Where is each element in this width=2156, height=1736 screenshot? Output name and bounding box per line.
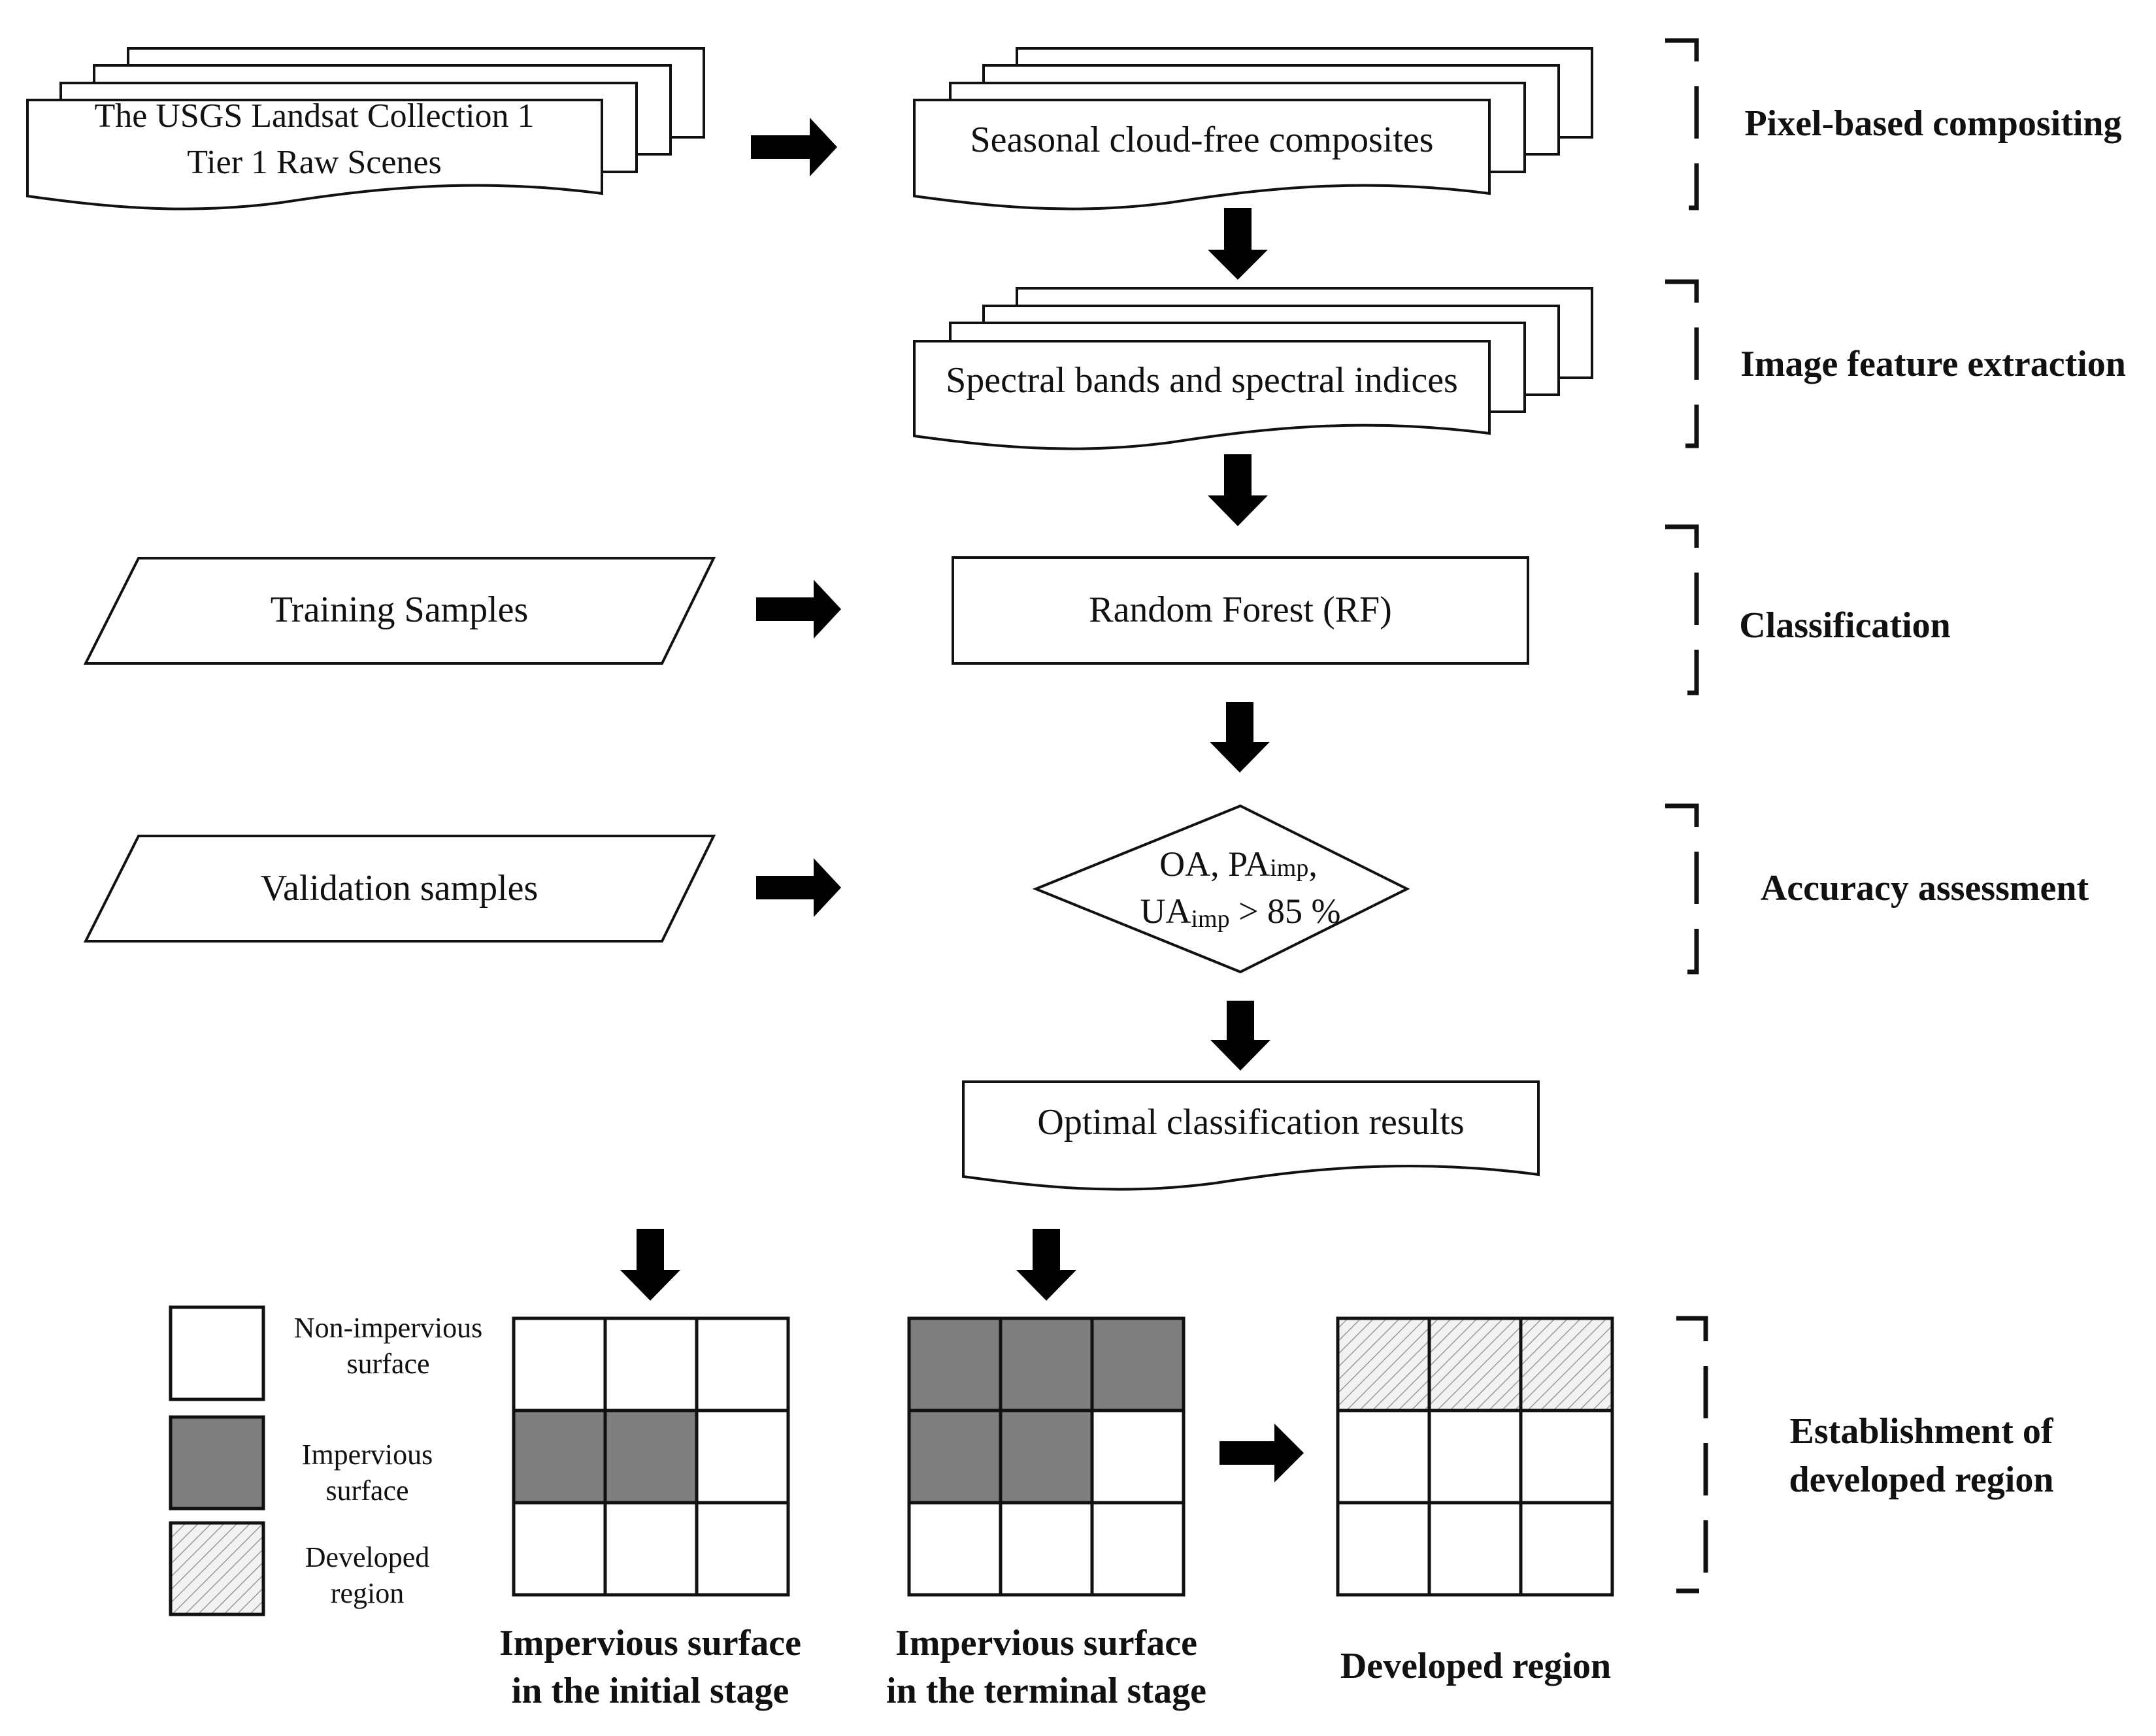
legend-label-developed-line2: region bbox=[331, 1577, 404, 1609]
initial-grid-cell-non-impervious bbox=[695, 1501, 790, 1597]
developed-grid-cell-non-impervious bbox=[1427, 1409, 1523, 1505]
stage-label-feature-extraction: Image feature extraction bbox=[1740, 344, 2126, 384]
flow-arrows bbox=[620, 118, 1304, 1482]
arrow-right-validation-to-accuracy bbox=[756, 858, 841, 917]
legend-label-non-impervious-line1: Non-impervious bbox=[294, 1312, 482, 1344]
composites-label: Seasonal cloud-free composites bbox=[970, 120, 1433, 160]
arrow-down-accuracy-to-results bbox=[1210, 1001, 1270, 1071]
initial-grid-cell-impervious bbox=[603, 1409, 699, 1505]
stage-label-establishment-line2: developed region bbox=[1789, 1460, 2054, 1500]
random-forest-label: Random Forest (RF) bbox=[1089, 590, 1392, 630]
criterion-line2: UAimp > 85 % bbox=[1140, 892, 1340, 933]
legend-swatch-developed bbox=[169, 1521, 265, 1616]
bracket-compositing bbox=[1665, 38, 1699, 210]
initial-grid-cell-non-impervious bbox=[695, 1316, 790, 1412]
spectral-features-document-stack: Spectral bands and spectral indices bbox=[913, 287, 1593, 450]
developed-grid-cell-non-impervious bbox=[1336, 1501, 1431, 1597]
landsat-scenes-label-line2: Tier 1 Raw Scenes bbox=[187, 144, 442, 181]
developed-grid-cell-non-impervious bbox=[1519, 1409, 1614, 1505]
grid-initial-caption-line2: in the initial stage bbox=[512, 1671, 789, 1711]
terminal-grid-cell-impervious bbox=[999, 1316, 1094, 1412]
grid-developed-caption: Developed region bbox=[1340, 1646, 1611, 1686]
terminal-grid-cell-non-impervious bbox=[1090, 1409, 1186, 1505]
spectral-features-label: Spectral bands and spectral indices bbox=[946, 360, 1458, 401]
legend-label-developed-line1: Developed bbox=[305, 1541, 430, 1573]
developed-grid-cell-non-impervious bbox=[1427, 1501, 1523, 1597]
arrow-down-results-to-initial-grid bbox=[620, 1229, 680, 1301]
training-samples-parallelogram: Training Samples bbox=[83, 557, 716, 665]
arrow-down-composites-to-features bbox=[1208, 208, 1268, 280]
grid-terminal-stage bbox=[907, 1316, 1186, 1597]
arrow-down-results-to-terminal-grid bbox=[1016, 1229, 1076, 1301]
arrow-right-terminal-to-developed bbox=[1219, 1424, 1304, 1482]
initial-grid-cell-non-impervious bbox=[695, 1409, 790, 1505]
grid-terminal-caption-line2: in the terminal stage bbox=[886, 1671, 1206, 1711]
legend-label-impervious-line2: surface bbox=[325, 1475, 408, 1507]
legend-label-impervious-line1: Impervious bbox=[302, 1439, 433, 1471]
composites-document-stack: Seasonal cloud-free composites bbox=[913, 47, 1593, 210]
terminal-grid-cell-impervious bbox=[907, 1316, 1003, 1412]
validation-samples-parallelogram: Validation samples bbox=[83, 835, 716, 943]
random-forest-process-box: Random Forest (RF) bbox=[952, 556, 1529, 665]
legend-swatch-non-impervious bbox=[169, 1305, 265, 1401]
developed-grid-cell-non-impervious bbox=[1519, 1501, 1614, 1597]
initial-grid-cell-non-impervious bbox=[603, 1501, 699, 1597]
grid-initial-stage bbox=[512, 1316, 790, 1597]
bracket-accuracy bbox=[1665, 803, 1699, 975]
accuracy-criterion-diamond: OA, PAimp, UAimp > 85 % bbox=[1032, 804, 1410, 974]
stage-label-compositing: Pixel-based compositing bbox=[1744, 103, 2121, 144]
stage-brackets bbox=[1665, 38, 1708, 1594]
grid-terminal-caption-line1: Impervious surface bbox=[895, 1623, 1197, 1663]
legend: Non-impervious surface Impervious surfac… bbox=[169, 1305, 482, 1616]
landsat-scenes-label-line1: The USGS Landsat Collection 1 bbox=[94, 97, 534, 135]
arrow-right-training-to-classifier bbox=[756, 580, 841, 639]
arrow-right-scenes-to-composites bbox=[751, 118, 837, 176]
terminal-grid-cell-impervious bbox=[999, 1409, 1094, 1505]
terminal-grid-cell-impervious bbox=[1090, 1316, 1186, 1412]
legend-swatch-impervious bbox=[169, 1415, 265, 1511]
developed-grid-cell-developed bbox=[1427, 1316, 1523, 1412]
criterion-line1: OA, PAimp, bbox=[1159, 844, 1318, 884]
bracket-classification bbox=[1665, 524, 1699, 695]
bracket-feature-extraction bbox=[1665, 279, 1699, 448]
terminal-grid-cell-non-impervious bbox=[907, 1501, 1003, 1597]
initial-grid-cell-non-impervious bbox=[512, 1501, 607, 1597]
terminal-grid-cell-impervious bbox=[907, 1409, 1003, 1505]
validation-samples-label: Validation samples bbox=[261, 868, 539, 909]
stage-label-classification: Classification bbox=[1739, 605, 1951, 646]
bracket-establishment bbox=[1676, 1316, 1708, 1594]
developed-grid-cell-developed bbox=[1519, 1316, 1614, 1412]
arrow-down-features-to-classifier bbox=[1208, 454, 1268, 526]
terminal-grid-cell-non-impervious bbox=[1090, 1501, 1186, 1597]
initial-grid-cell-non-impervious bbox=[603, 1316, 699, 1412]
initial-grid-cell-non-impervious bbox=[512, 1316, 607, 1412]
grid-developed-region bbox=[1336, 1316, 1614, 1597]
arrow-down-classifier-to-accuracy bbox=[1210, 702, 1270, 773]
optimal-results-document: Optimal classification results bbox=[962, 1080, 1540, 1191]
grid-initial-caption-line1: Impervious surface bbox=[499, 1623, 801, 1663]
developed-grid-cell-developed bbox=[1336, 1316, 1431, 1412]
developed-grid-cell-non-impervious bbox=[1336, 1409, 1431, 1505]
training-samples-label: Training Samples bbox=[271, 590, 529, 630]
stage-label-establishment-line1: Establishment of bbox=[1790, 1411, 2054, 1452]
legend-label-non-impervious-line2: surface bbox=[346, 1348, 429, 1380]
stage-label-accuracy: Accuracy assessment bbox=[1761, 868, 2089, 909]
optimal-results-label: Optimal classification results bbox=[1037, 1102, 1464, 1143]
landsat-scenes-document-stack: The USGS Landsat Collection 1 Tier 1 Raw… bbox=[26, 47, 705, 210]
initial-grid-cell-impervious bbox=[512, 1409, 607, 1505]
terminal-grid-cell-non-impervious bbox=[999, 1501, 1094, 1597]
